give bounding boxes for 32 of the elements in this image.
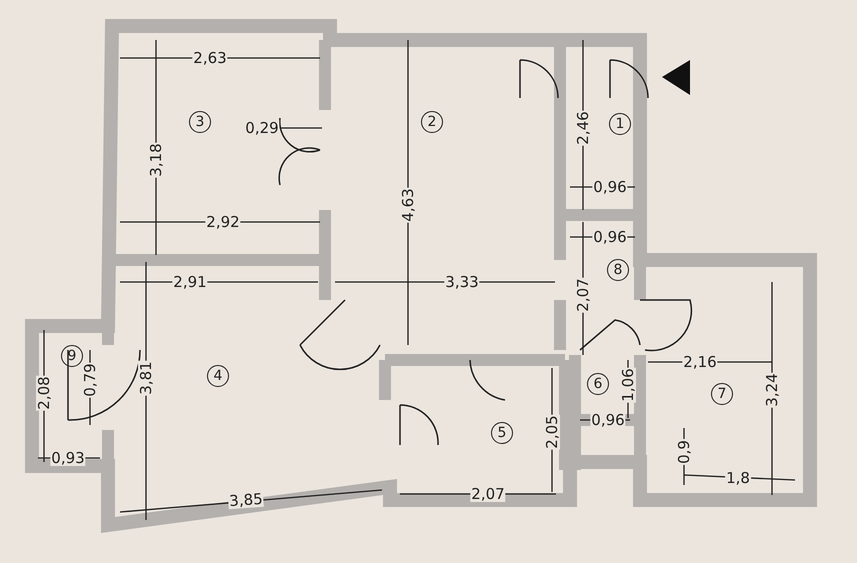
dimension-label: 0,96	[590, 412, 626, 428]
dimension-label: 3,18	[148, 142, 164, 178]
room-number: 3	[189, 111, 211, 133]
dimension-label: 0,29	[244, 120, 280, 136]
room-number: 8	[607, 259, 629, 281]
dimension-label: 3,33	[444, 274, 480, 290]
dimension-label: 1,06	[620, 367, 636, 403]
dimension-label: 0,96	[592, 179, 628, 195]
dimension-label: 0,96	[592, 229, 628, 245]
dimension-label: 2,16	[682, 354, 718, 370]
dimension-label: 4,63	[400, 187, 416, 223]
dimension-label: 2,46	[575, 110, 591, 146]
dimension-label: 2,91	[172, 274, 208, 290]
dimension-label: 2,08	[36, 375, 52, 411]
dimension-label: 1,8	[725, 470, 751, 486]
dimension-label: 3,24	[764, 372, 780, 408]
dimension-label: 0,93	[50, 450, 86, 466]
room-number: 6	[587, 373, 609, 395]
dimension-label: 3,81	[138, 360, 154, 396]
dimension-label: 2,07	[575, 277, 591, 313]
dimension-label: 0,9	[676, 439, 692, 465]
dimension-label: 2,92	[205, 214, 241, 230]
dimension-label: 3,85	[228, 490, 264, 510]
dimension-label: 2,63	[192, 50, 228, 66]
dimension-label: 2,07	[470, 486, 506, 502]
dimension-label: 2,05	[544, 414, 560, 450]
room-number: 2	[421, 111, 443, 133]
room-number: 7	[711, 383, 733, 405]
room-number: 4	[207, 365, 229, 387]
dimension-label: 0,79	[82, 362, 98, 398]
room-number: 5	[491, 422, 513, 444]
room-number: 1	[609, 113, 631, 135]
